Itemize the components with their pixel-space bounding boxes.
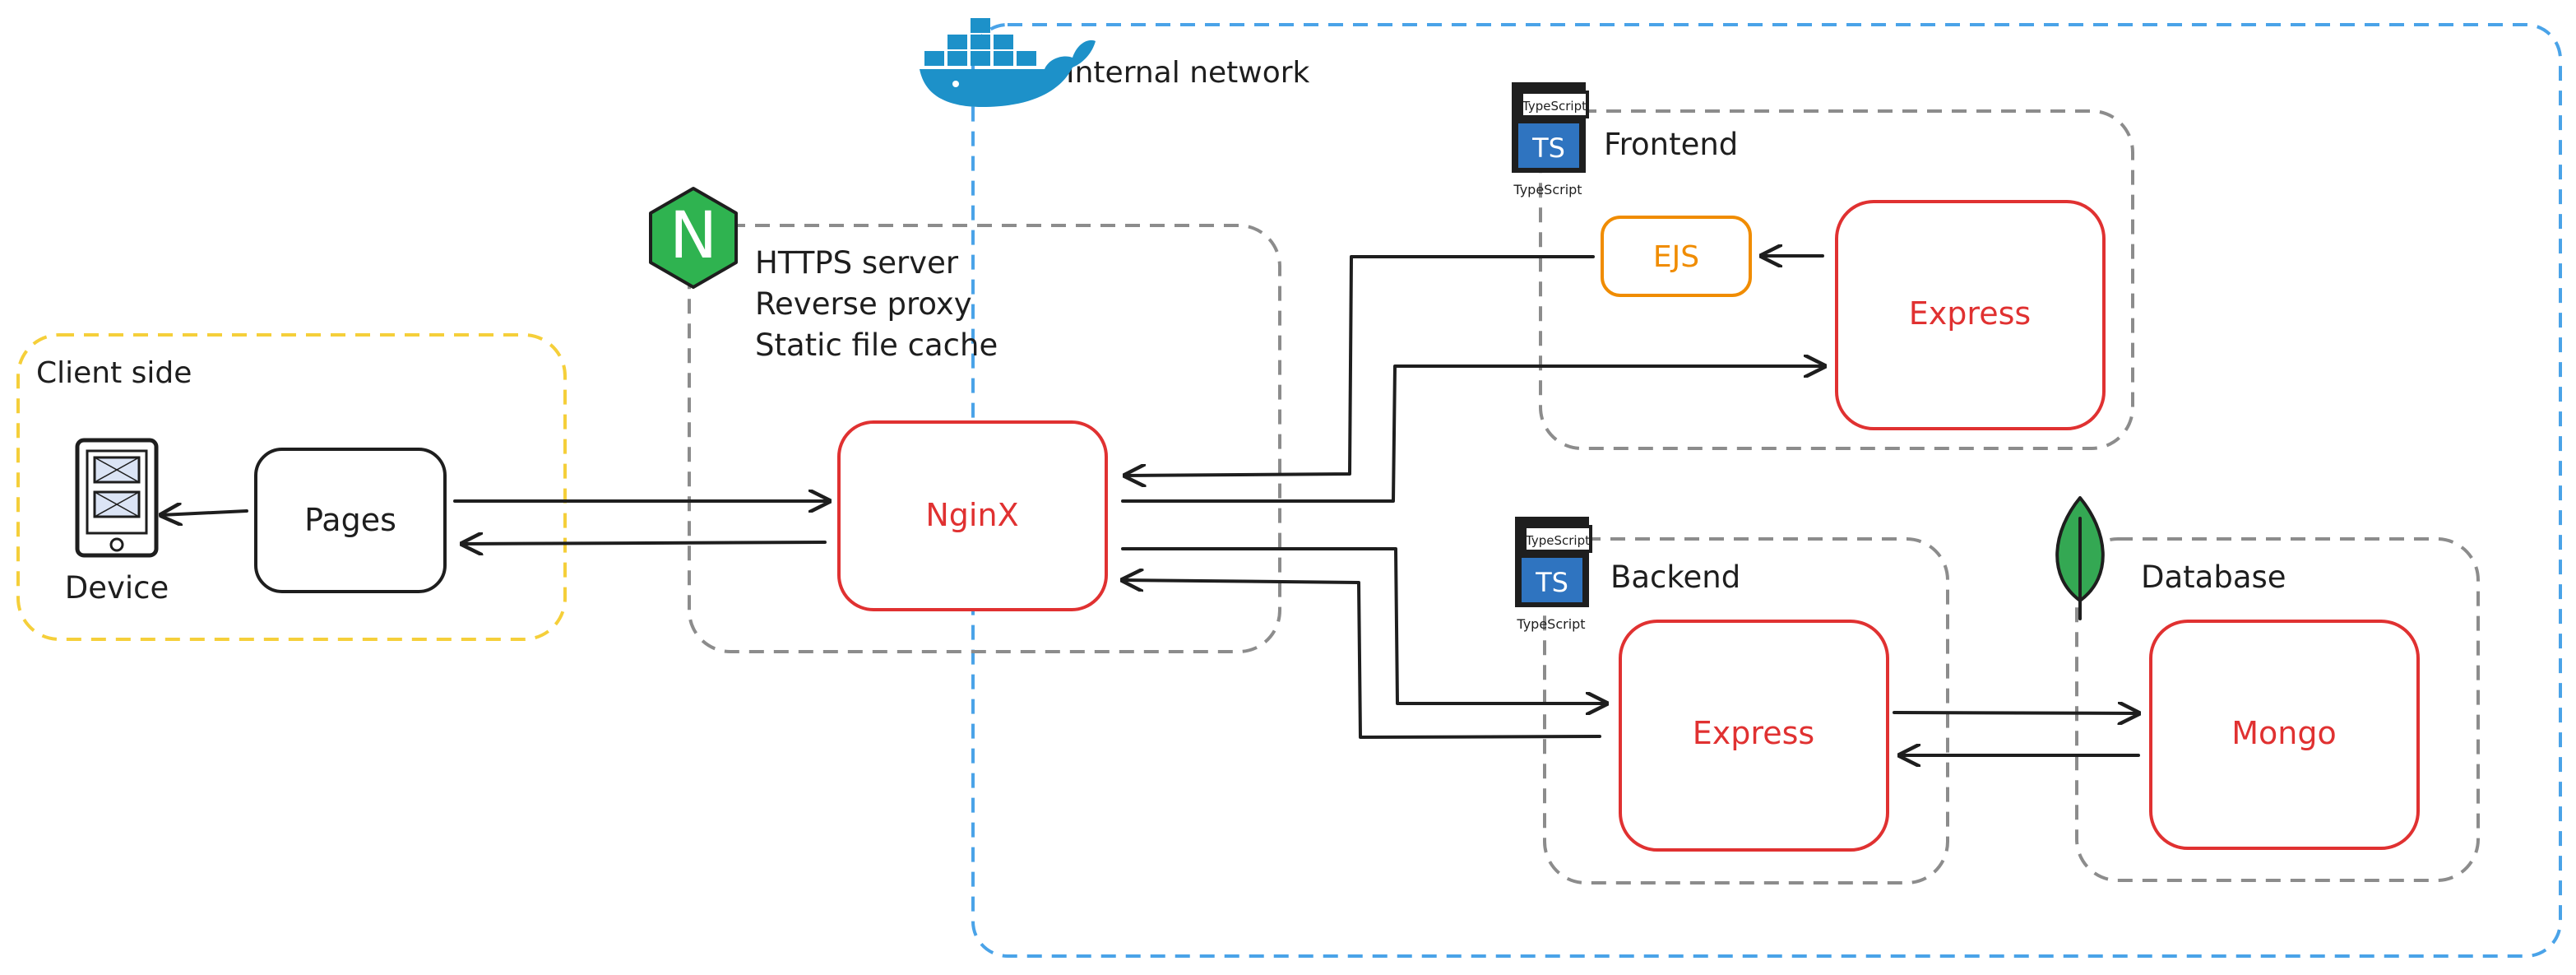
ejs-label: EJS (1653, 240, 1699, 274)
mongo-node: Mongo (2149, 620, 2420, 850)
ejs-node: EJS (1601, 216, 1752, 297)
svg-text:TypeScript: TypeScript (1516, 616, 1585, 632)
frontend-express-node: Express (1835, 200, 2106, 430)
nginx-role-line-2: Reverse proxy (755, 286, 972, 322)
mongodb-leaf-icon (2055, 496, 2105, 620)
arrow-nginx-to-backend-express (1121, 547, 1606, 703)
database-label: Database (2141, 559, 2286, 595)
internal-network-label: Internal network (1066, 56, 1310, 90)
nginx-role-line-3: Static file cache (755, 327, 998, 363)
frontend-group (1539, 109, 2134, 450)
nginx-logo-icon: N (649, 187, 738, 289)
arrow-backend-express-to-nginx (1123, 580, 1601, 739)
pages-label: Pages (304, 502, 396, 538)
device-phone-icon (75, 438, 159, 558)
svg-text:TypeScript: TypeScript (1525, 533, 1590, 548)
arrow-nginx-to-pages (462, 542, 827, 544)
database-group (2075, 537, 2480, 882)
backend-group (1543, 537, 1949, 884)
arrow-ejs-to-nginx (1125, 255, 1595, 476)
pages-node: Pages (254, 448, 447, 593)
device-label: Device (65, 570, 169, 606)
svg-text:TypeScript: TypeScript (1522, 99, 1587, 114)
client-side-group (16, 333, 567, 641)
svg-text:TS: TS (1531, 132, 1565, 164)
backend-label: Backend (1610, 559, 1740, 595)
backend-express-node: Express (1619, 620, 1889, 852)
nginx-node: NginX (837, 420, 1108, 611)
svg-text:TS: TS (1535, 567, 1568, 598)
nginx-role-line-1: HTTPS server (755, 245, 959, 281)
arrow-pages-to-device (161, 511, 248, 515)
nginx-label: NginX (925, 497, 1018, 533)
typescript-backend-icon: TypeScript TS TypeScript (1515, 517, 1592, 632)
client-side-label: Client side (36, 356, 192, 390)
nginx-group (688, 224, 1281, 653)
svg-text:N: N (669, 199, 717, 273)
docker-whale-icon (920, 18, 1096, 107)
mongo-label: Mongo (2231, 715, 2337, 751)
frontend-express-label: Express (1909, 295, 2031, 332)
svg-text:TypeScript: TypeScript (1513, 182, 1582, 197)
arrow-nginx-to-frontend-express (1121, 366, 1824, 503)
frontend-label: Frontend (1604, 127, 1738, 162)
typescript-frontend-icon: TypeScript TS TypeScript (1512, 82, 1589, 197)
backend-express-label: Express (1693, 715, 1814, 751)
